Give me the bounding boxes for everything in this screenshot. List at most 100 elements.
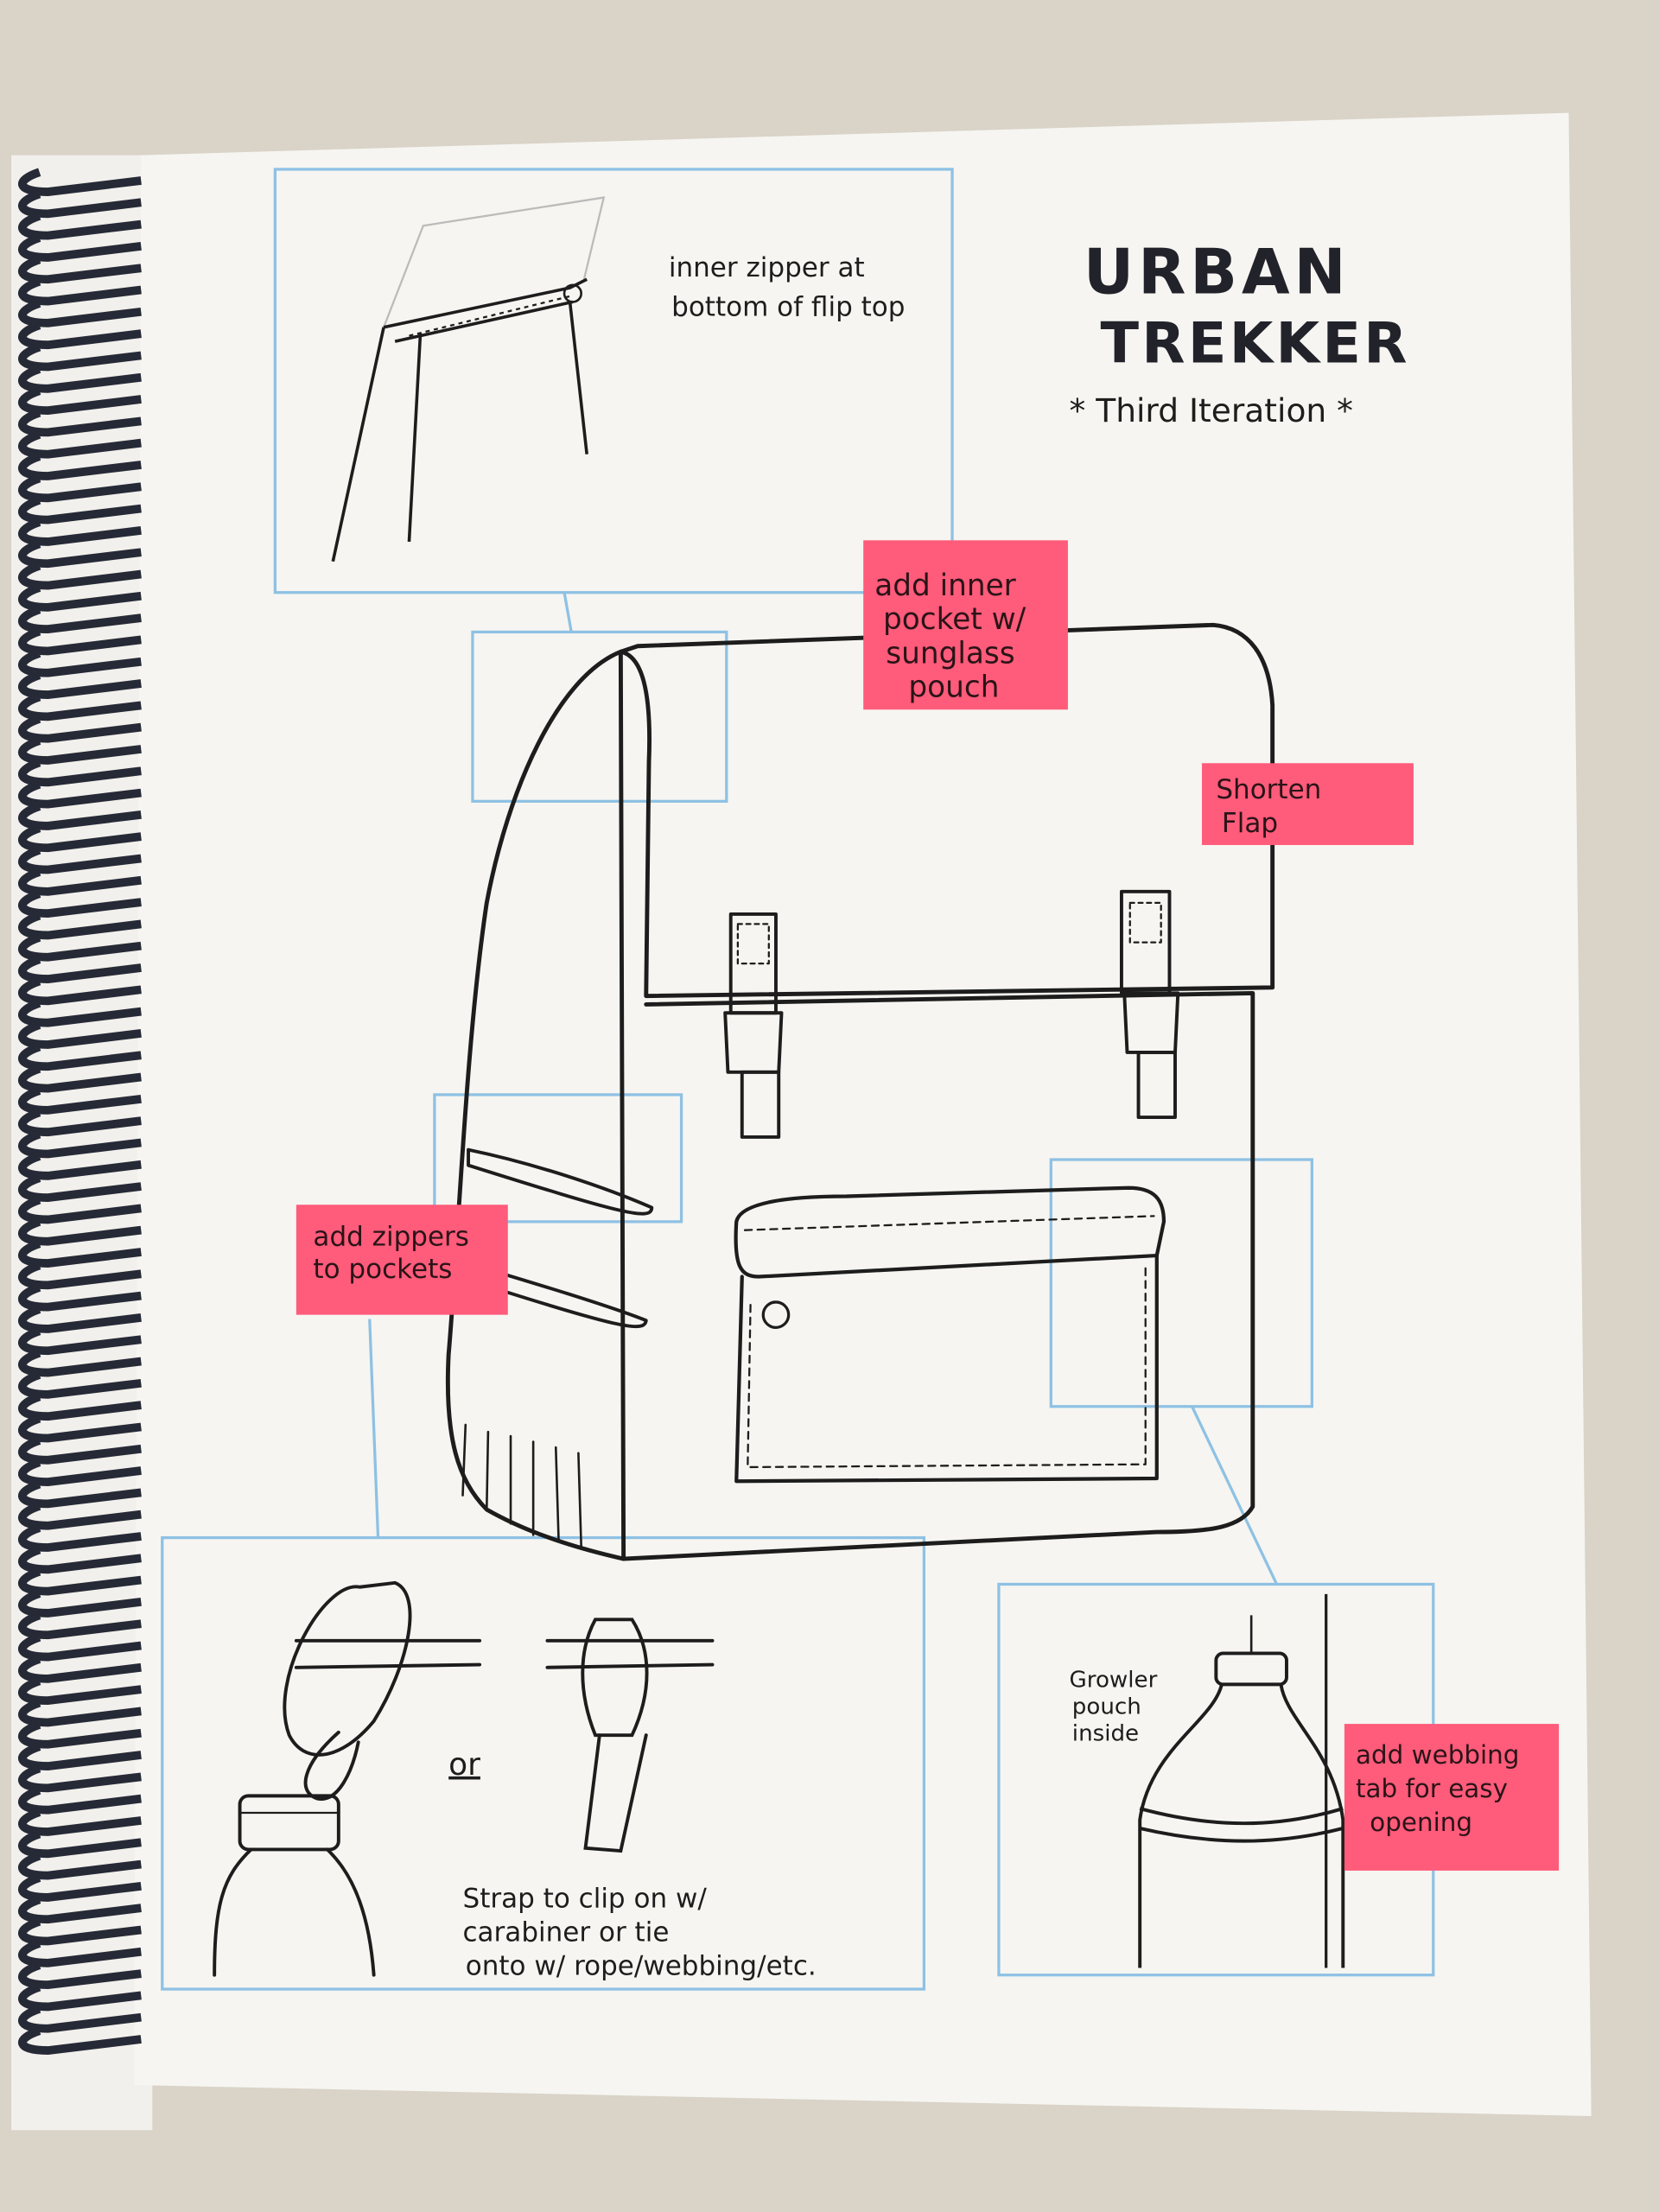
spiral-coil — [17, 255, 142, 284]
compression-strap-upper — [467, 1147, 654, 1216]
spiral-coil — [17, 889, 142, 918]
growler-note-line2: pouch — [1072, 1694, 1141, 1720]
sticky-line: to pockets — [313, 1254, 452, 1285]
bottle-body — [213, 1847, 376, 1977]
subtitle: * Third Iteration * — [1070, 391, 1353, 429]
front-callout-box — [1049, 1158, 1313, 1408]
sticky-line: pocket w/ — [883, 602, 1027, 637]
spiral-coil — [17, 321, 142, 350]
side-pocket-callout-box — [433, 1093, 683, 1224]
sticky-note-paper — [1202, 763, 1414, 845]
backpack-drawing — [445, 622, 1275, 1561]
spiral-coil — [17, 474, 142, 503]
spiral-coil — [17, 868, 142, 896]
paper-page — [134, 112, 1592, 2116]
spiral-coil — [17, 846, 142, 874]
spiral-coil — [17, 955, 142, 983]
buckle-tail-left — [740, 1070, 781, 1139]
spiral-coil — [17, 1108, 142, 1137]
sticky-line: tab for easy — [1356, 1774, 1508, 1803]
pencil-guides — [161, 168, 1435, 1991]
spiral-coil — [17, 1698, 142, 1727]
carabiner-note-line3: onto w/ rope/webbing/etc. — [466, 1951, 817, 1982]
webbing-tail — [583, 1733, 648, 1853]
spiral-coil — [17, 1261, 142, 1290]
top-flap — [618, 622, 1275, 999]
zipper-sketch — [331, 196, 606, 563]
sticky-line: sunglass — [886, 636, 1014, 671]
spiral-coil — [17, 692, 142, 721]
spiral-coil — [17, 1436, 142, 1465]
flap-callout-box — [471, 630, 728, 803]
carabiner-note-line1: Strap to clip on w/ — [463, 1883, 708, 1914]
spiral-coil — [17, 562, 142, 590]
spiral-coil — [17, 605, 142, 634]
sticky-note-zippers: add zippers to pockets — [296, 1205, 508, 1315]
or-label: or — [448, 1747, 480, 1783]
sticky-line: add webbing — [1356, 1740, 1519, 1770]
spiral-coil — [17, 1479, 142, 1509]
spiral-coil — [17, 999, 142, 1027]
spiral-coil — [17, 233, 142, 262]
sticky-note-webbing-tab: add webbing tab for easy opening — [1344, 1724, 1560, 1871]
spiral-coil — [17, 823, 142, 853]
zipper-detail-frame — [273, 168, 954, 594]
spiral-coil — [17, 1676, 142, 1706]
zipper-note-line1: inner zipper at — [669, 252, 865, 283]
spiral-coil — [17, 1786, 142, 1815]
strap-stitch-left — [736, 923, 770, 965]
spiral-coil — [17, 1020, 142, 1049]
strap-stitch-right — [1128, 901, 1162, 944]
growler-note-line3: inside — [1072, 1721, 1139, 1747]
spiral-coil — [17, 518, 142, 546]
title-line1: URBAN — [1084, 236, 1351, 308]
spiral-coil — [17, 1086, 142, 1115]
growler-connector — [1191, 1406, 1279, 1586]
spiral-coil — [17, 1392, 142, 1421]
pocket-snap — [761, 1300, 791, 1329]
spiral-coil — [17, 365, 142, 393]
sticky-line: pouch — [908, 671, 999, 705]
spiral-coil — [17, 1458, 142, 1487]
sticky-line: add inner — [874, 569, 1016, 603]
spiral-coil — [17, 1764, 142, 1793]
spiral-coil — [17, 1349, 142, 1377]
spiral-coil — [17, 758, 142, 787]
spiral-coil — [17, 1545, 142, 1574]
growler-cap — [1214, 1651, 1288, 1687]
spiral-coil — [17, 1961, 142, 1990]
carabiner-detail-frame — [161, 1535, 926, 1991]
spiral-coil — [17, 1939, 142, 1967]
spiral-coil — [17, 802, 142, 830]
bottle-cap — [238, 1794, 340, 1852]
spiral-coil — [17, 1808, 142, 1836]
spiral-coil — [17, 583, 142, 612]
title-line2: TREKKER — [1100, 311, 1409, 377]
spiral-coil — [17, 1829, 142, 1859]
spiral-coil — [17, 430, 142, 459]
spiral-coil — [17, 539, 142, 569]
sticky-line: add zippers — [313, 1222, 469, 1253]
spiral-coil — [17, 1042, 142, 1071]
zipper-note-line2: bottom of flip top — [671, 292, 905, 323]
sticky-note-paper — [1344, 1724, 1560, 1871]
spiral-coil — [17, 1720, 142, 1749]
side-pocket-ribs — [461, 1423, 582, 1548]
spiral-coil — [17, 1305, 142, 1333]
carabiner — [283, 1580, 412, 1757]
spiral-coil — [17, 1982, 142, 2012]
spiral-coil — [17, 1065, 142, 1093]
sticky-note-paper — [296, 1205, 508, 1315]
spiral-binding — [17, 168, 142, 2055]
growler-note-line1: Growler — [1070, 1668, 1158, 1694]
rope-right — [545, 1638, 715, 1669]
spiral-coil — [17, 212, 142, 240]
spiral-coil — [17, 1873, 142, 1902]
spiral-coil — [17, 2005, 142, 2033]
spiral-coil — [17, 1589, 142, 1618]
spiral-coil — [17, 277, 142, 306]
spiral-coil — [17, 386, 142, 416]
spiral-coil — [17, 1283, 142, 1312]
